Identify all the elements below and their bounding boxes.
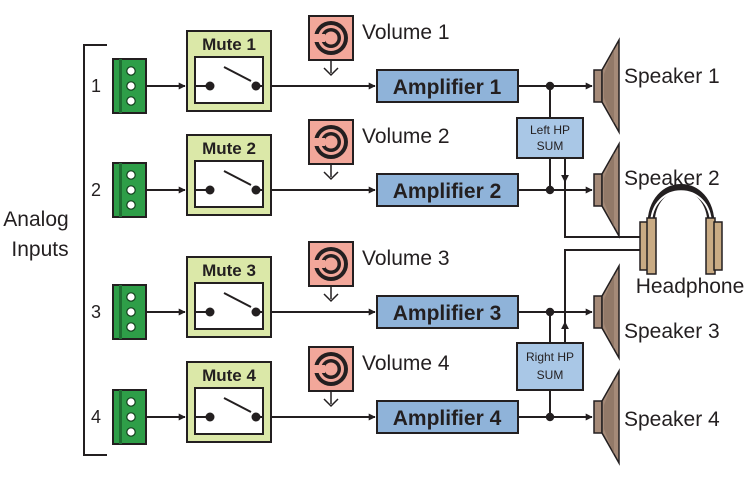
terminal-block-icon <box>112 389 147 445</box>
amplifier-box-3 <box>376 295 519 329</box>
switch-blade-4 <box>223 397 252 413</box>
left-hp-sum-line1: Left HP <box>530 123 570 137</box>
speaker-icon <box>593 263 620 361</box>
amplifier-label-3: Amplifier 3 <box>393 302 502 325</box>
amplifier-label-1: Amplifier 1 <box>393 76 502 99</box>
switch-blade-3 <box>223 292 252 308</box>
right-hp-sum-line2: SUM <box>537 368 564 382</box>
speaker-label-4: Speaker 4 <box>624 408 720 431</box>
terminal-block-icon <box>112 162 147 218</box>
volume-arrowhead-3 <box>323 293 339 303</box>
right-hp-sum-line1: Right HP <box>526 350 574 364</box>
speaker-icon <box>593 368 620 466</box>
speaker-label-1: Speaker 1 <box>624 65 720 88</box>
channel-2: 2 Mute 2 Volume 2 Amplifier 2 Speaker 2 <box>91 119 720 239</box>
knob-icon <box>308 241 354 287</box>
volume-arrowhead-2 <box>323 171 339 181</box>
inputs-bracket <box>83 44 107 456</box>
volume-label-2: Volume 2 <box>362 125 450 148</box>
switch-blade-1 <box>223 66 252 82</box>
volume-label-3: Volume 3 <box>362 247 450 270</box>
amplifier-box-1 <box>376 69 519 103</box>
knob-icon <box>308 346 354 392</box>
speaker-label-2: Speaker 2 <box>624 167 720 190</box>
speaker-icon <box>593 141 620 239</box>
amplifier-box-2 <box>376 173 519 207</box>
channel-number-3: 3 <box>91 302 101 322</box>
right-headphone-wire <box>564 249 640 322</box>
left-hp-sum-box <box>516 117 584 159</box>
headphone-icon <box>639 184 723 275</box>
channel-number-2: 2 <box>91 180 101 200</box>
left-hp-sum-line2: SUM <box>537 139 564 153</box>
volume-label-4: Volume 4 <box>362 352 450 375</box>
mute-switch-frame-1 <box>194 56 264 104</box>
speaker-label-3: Speaker 3 <box>624 320 720 343</box>
mute-label-3: Mute 3 <box>202 261 256 280</box>
channel-number-4: 4 <box>91 407 101 427</box>
mute-switch-frame-4 <box>194 387 264 435</box>
right-hp-sum-box <box>516 342 584 391</box>
analog-label-line1: Analog <box>3 208 68 231</box>
mute-label-1: Mute 1 <box>202 35 256 54</box>
amplifier-label-2: Amplifier 2 <box>393 180 502 203</box>
left-headphone-wire <box>564 182 640 238</box>
mute-label-2: Mute 2 <box>202 139 256 158</box>
amplifier-label-4: Amplifier 4 <box>393 407 502 430</box>
channel-number-1: 1 <box>91 76 101 96</box>
knob-icon <box>308 15 354 61</box>
speaker-icon <box>593 37 620 135</box>
volume-label-1: Volume 1 <box>362 21 450 44</box>
volume-arrowhead-4 <box>323 398 339 408</box>
terminal-block-icon <box>112 58 147 114</box>
knob-icon <box>308 119 354 165</box>
channel-3: 3 Mute 3 Volume 3 Amplifier 3 Speaker 3 <box>91 241 720 361</box>
switch-blade-2 <box>223 170 252 186</box>
analog-label-line2: Inputs <box>11 238 68 261</box>
amplifier-box-4 <box>376 400 519 434</box>
channel-1: 1 Mute 1 Volume 1 Amplifier 1 Speaker 1 <box>91 15 720 135</box>
mute-label-4: Mute 4 <box>202 366 256 385</box>
mute-switch-frame-2 <box>194 160 264 208</box>
channel-4: 4 Mute 4 Volume 4 Amplifier 4 Speaker 4 <box>91 346 720 466</box>
volume-arrowhead-1 <box>323 67 339 77</box>
mute-switch-frame-3 <box>194 282 264 330</box>
headphone-label: Headphone <box>636 275 745 298</box>
terminal-block-icon <box>112 284 147 340</box>
